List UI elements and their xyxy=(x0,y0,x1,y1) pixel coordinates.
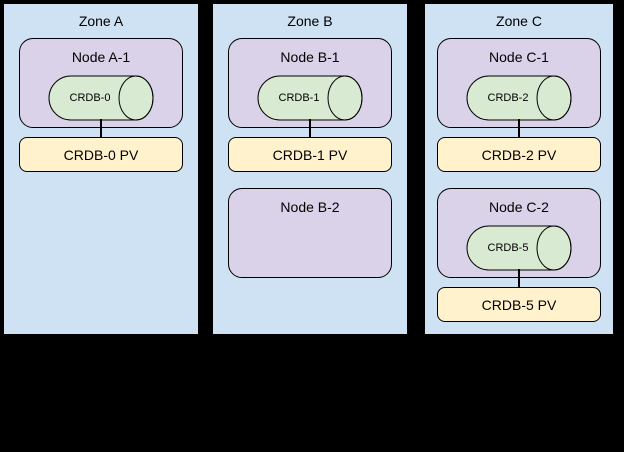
pv-crdb-1: CRDB-1 PV xyxy=(228,137,392,172)
pod-crdb-1-label: CRDB-1 xyxy=(278,92,320,104)
pod-crdb-5-label: CRDB-5 xyxy=(487,242,529,254)
pv-crdb-5-label: CRDB-5 PV xyxy=(481,296,557,313)
pod-crdb-2: CRDB-2 xyxy=(466,75,572,121)
zone-a: Zone A Node A-1 CRDB-0 CRDB-0 PV xyxy=(3,3,199,335)
node-b-1-title: Node B-1 xyxy=(280,49,340,65)
pv-crdb-2: CRDB-2 PV xyxy=(437,137,601,172)
connector-line xyxy=(309,119,311,137)
node-c-2-title: Node C-2 xyxy=(489,199,549,215)
connector-line xyxy=(100,119,102,137)
node-b-1: Node B-1 CRDB-1 xyxy=(228,38,392,128)
pv-crdb-0: CRDB-0 PV xyxy=(19,137,183,172)
zone-b-title: Zone B xyxy=(287,13,333,29)
node-group-c2: Node C-2 CRDB-5 CRDB-5 PV xyxy=(425,188,613,322)
node-group-a1: Node A-1 CRDB-0 CRDB-0 PV xyxy=(4,38,198,172)
node-b-2-title: Node B-2 xyxy=(280,199,340,215)
node-group-b1: Node B-1 CRDB-1 CRDB-1 PV xyxy=(213,38,407,172)
pod-crdb-0-label: CRDB-0 xyxy=(69,92,111,104)
pod-crdb-2-label: CRDB-2 xyxy=(487,92,529,104)
database-cylinder-icon xyxy=(257,75,363,121)
zone-b: Zone B Node B-1 CRDB-1 CRDB-1 PV Node B-… xyxy=(212,3,408,335)
connector-line xyxy=(518,119,520,137)
zone-c: Zone C Node C-1 CRDB-2 CRDB-2 PV Node C-… xyxy=(424,3,614,335)
connector-line xyxy=(518,269,520,287)
zone-a-title: Zone A xyxy=(78,13,124,29)
pod-crdb-0: CRDB-0 xyxy=(48,75,154,121)
node-group-c1: Node C-1 CRDB-2 CRDB-2 PV xyxy=(425,38,613,172)
pv-crdb-1-label: CRDB-1 PV xyxy=(272,146,348,163)
node-a-1: Node A-1 CRDB-0 xyxy=(19,38,183,128)
node-b-2: Node B-2 xyxy=(228,188,392,278)
pod-crdb-5: CRDB-5 xyxy=(466,225,572,271)
database-cylinder-icon xyxy=(466,75,572,121)
zone-c-title: Zone C xyxy=(496,13,542,29)
node-a-1-title: Node A-1 xyxy=(71,49,131,65)
node-c-2: Node C-2 CRDB-5 xyxy=(437,188,601,278)
database-cylinder-icon xyxy=(466,225,572,271)
node-c-1-title: Node C-1 xyxy=(489,49,549,65)
pv-crdb-5: CRDB-5 PV xyxy=(437,287,601,322)
pv-crdb-0-label: CRDB-0 PV xyxy=(63,146,139,163)
database-cylinder-icon xyxy=(48,75,154,121)
pod-crdb-1: CRDB-1 xyxy=(257,75,363,121)
pv-crdb-2-label: CRDB-2 PV xyxy=(481,146,557,163)
node-c-1: Node C-1 CRDB-2 xyxy=(437,38,601,128)
